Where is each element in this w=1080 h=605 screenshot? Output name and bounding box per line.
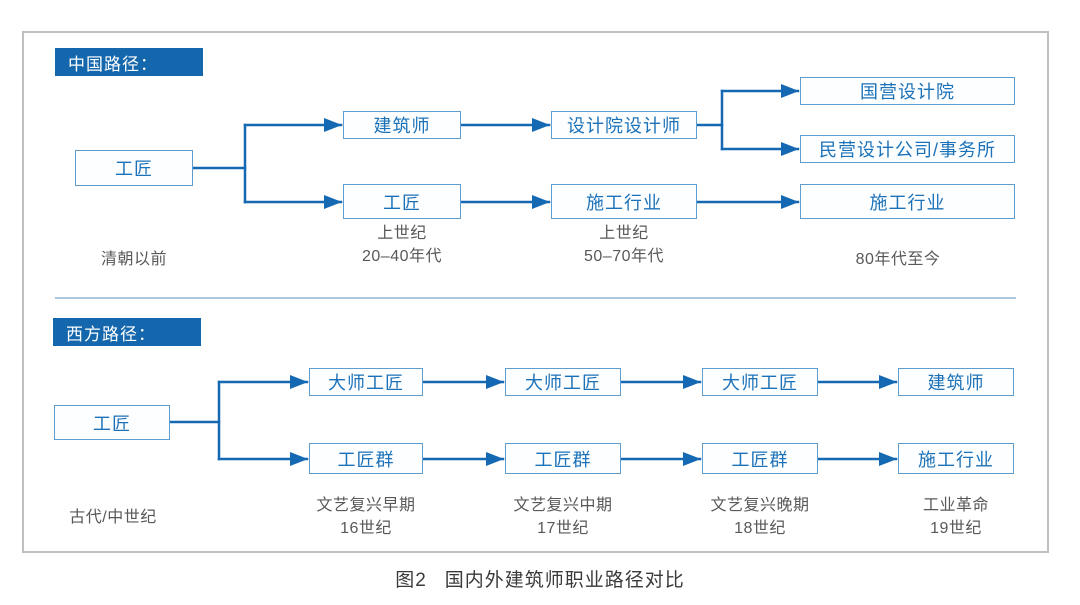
cn-node-artisan-2: 工匠 — [343, 184, 461, 219]
cn-era-1950s-70s-line1: 上世纪 — [599, 225, 649, 242]
cn-node-architect: 建筑师 — [343, 111, 461, 139]
section-divider — [55, 297, 1016, 299]
figure-title: 国内外建筑师职业路径对比 — [444, 570, 685, 591]
west-era-ancient-medieval: 古代/中世纪 — [69, 509, 157, 526]
west-node-artisan-origin: 工匠 — [54, 405, 170, 440]
cn-node-construction-industry-1: 施工行业 — [551, 184, 697, 219]
west-node-architect: 建筑师 — [898, 368, 1014, 396]
cn-node-construction-industry-2: 施工行业 — [800, 184, 1015, 219]
west-era-late-renaissance-line2: 18世纪 — [734, 520, 786, 537]
cn-era-1950s-70s: 上世纪 50–70年代 — [584, 222, 664, 268]
west-node-construction-industry: 施工行业 — [898, 443, 1014, 474]
west-era-late-renaissance-line1: 文艺复兴晚期 — [710, 497, 810, 514]
west-node-master-artisan-1: 大师工匠 — [309, 368, 423, 396]
figure-number: 图2 — [395, 570, 427, 591]
west-node-guild-1: 工匠群 — [309, 443, 423, 474]
west-era-industrial-revolution: 工业革命 19世纪 — [923, 494, 989, 540]
west-era-late-renaissance: 文艺复兴晚期 18世纪 — [710, 494, 809, 540]
west-era-mid-renaissance-line2: 17世纪 — [537, 520, 589, 537]
west-era-mid-renaissance: 文艺复兴中期 17世纪 — [513, 494, 612, 540]
diagram-frame — [22, 31, 1049, 553]
cn-era-1980s-now: 80年代至今 — [855, 251, 941, 268]
west-node-guild-2: 工匠群 — [505, 443, 621, 474]
west-era-mid-renaissance-line1: 文艺复兴中期 — [513, 497, 613, 514]
west-node-guild-3: 工匠群 — [702, 443, 818, 474]
cn-era-1920s-40s-line1: 上世纪 — [377, 225, 427, 242]
cn-era-1950s-70s-line2: 50–70年代 — [584, 248, 664, 265]
west-era-industrial-revolution-line2: 19世纪 — [930, 520, 982, 537]
cn-era-pre-qing: 清朝以前 — [100, 251, 168, 268]
figure-caption: 图2 国内外建筑师职业路径对比 — [0, 565, 1080, 592]
cn-era-1920s-40s: 上世纪 20–40年代 — [362, 222, 442, 268]
west-era-industrial-revolution-line1: 工业革命 — [922, 497, 990, 514]
west-era-early-renaissance-line2: 16世纪 — [340, 520, 392, 537]
west-era-early-renaissance: 文艺复兴早期 16世纪 — [316, 494, 415, 540]
cn-node-private-design-firm: 民营设计公司/事务所 — [800, 135, 1015, 163]
west-section-header: 西方路径： — [53, 318, 201, 346]
west-era-early-renaissance-line1: 文艺复兴早期 — [316, 497, 416, 514]
west-node-master-artisan-3: 大师工匠 — [702, 368, 818, 396]
cn-node-artisan-origin: 工匠 — [75, 150, 193, 186]
cn-node-state-design-institute: 国营设计院 — [800, 77, 1015, 105]
west-node-master-artisan-2: 大师工匠 — [505, 368, 621, 396]
cn-node-design-institute-designer: 设计院设计师 — [551, 111, 697, 139]
cn-era-1920s-40s-line2: 20–40年代 — [362, 248, 442, 265]
cn-section-header: 中国路径： — [55, 48, 203, 76]
